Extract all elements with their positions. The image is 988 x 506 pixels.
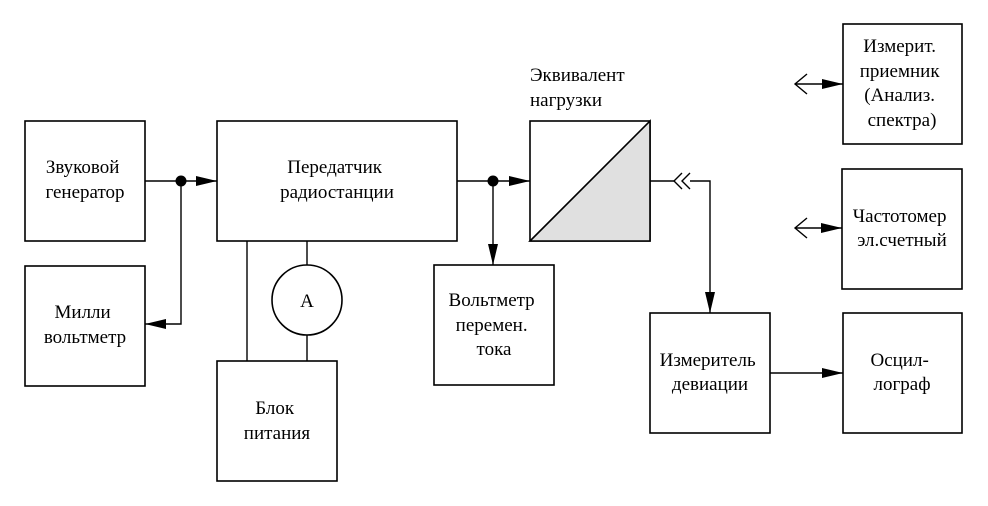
oscillograph-label: Осцил- лограф — [870, 350, 933, 395]
frequency-counter-box — [841, 168, 963, 290]
ac-voltmeter-label: Вольтметр перемен. тока — [449, 290, 540, 360]
measuring-receiver-label: Измерит. приемник (Анализ. спектра) — [860, 36, 945, 131]
receiver-input-arrow — [793, 73, 843, 95]
ac-voltmeter-box — [433, 264, 555, 386]
sound-generator-box — [24, 120, 146, 242]
deviation-meter-label: Измеритель девиации — [660, 350, 761, 395]
coupler-chevron-1 — [673, 172, 683, 190]
wire-to-deviation-meter — [690, 180, 715, 313]
transmitter-label: Передатчик радиостанции — [280, 157, 394, 203]
frequency-counter-label: Частотомер эл.счетный — [853, 206, 951, 251]
millivoltmeter-label: Милли вольтметр — [44, 302, 126, 348]
transmitter-box — [216, 120, 458, 242]
power-supply-box — [216, 360, 338, 482]
load-equivalent-block — [528, 119, 651, 242]
counter-input-arrow — [793, 217, 842, 239]
wire-to-millivoltmeter — [145, 181, 182, 329]
sound-generator-label: Звуковой генератор — [45, 157, 124, 203]
deviation-meter-box — [649, 312, 771, 434]
millivoltmeter-box — [24, 265, 146, 387]
load-equivalent-caption: Эквивалент нагрузки — [530, 65, 629, 111]
receiver-antenna-chevron — [793, 73, 808, 95]
coupler-chevron-2 — [681, 172, 691, 190]
ammeter-label: A — [300, 291, 314, 312]
counter-antenna-chevron — [793, 217, 808, 239]
power-supply-label: Блок питания — [244, 398, 311, 444]
measuring-receiver-box — [842, 23, 963, 145]
oscillograph-box — [842, 312, 963, 434]
